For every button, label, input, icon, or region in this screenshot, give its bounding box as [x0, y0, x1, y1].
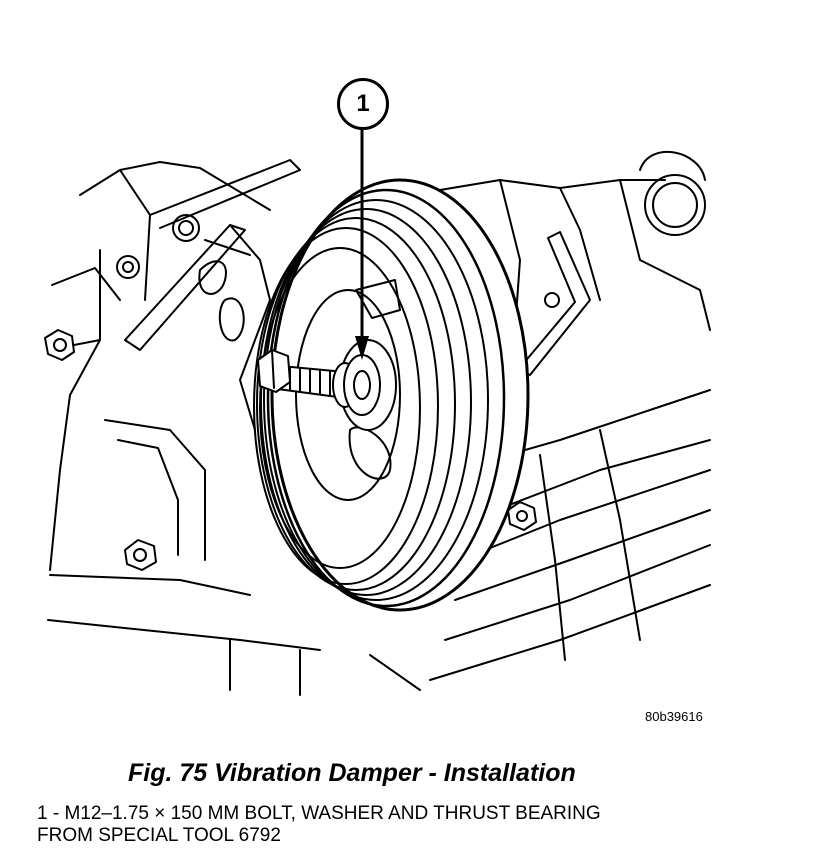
vibration-damper: [253, 178, 530, 612]
engine-block-outline: [47, 151, 711, 696]
hex-nut-lower: [124, 539, 157, 571]
hex-nut-left: [44, 329, 101, 361]
image-id-label: 80b39616: [645, 709, 703, 724]
callout-number: 1: [356, 90, 370, 117]
mounting-bracket: [116, 159, 301, 351]
right-bracket: [517, 231, 591, 376]
legend-item-1-line1: 1 - M12–1.75 × 150 MM BOLT, WASHER AND T…: [37, 803, 601, 824]
figure-caption: Fig. 75 Vibration Damper - Installation: [128, 759, 576, 787]
callout-leader: [355, 124, 369, 360]
damper-bolt: [257, 349, 381, 416]
hex-nut-right: [507, 501, 537, 531]
callout-bubble: 1: [337, 78, 389, 130]
legend-item-1-line2: FROM SPECIAL TOOL 6792: [37, 825, 281, 846]
figure-legend: 1 - M12–1.75 × 150 MM BOLT, WASHER AND T…: [37, 803, 601, 847]
vibration-damper-illustration: [44, 124, 711, 696]
